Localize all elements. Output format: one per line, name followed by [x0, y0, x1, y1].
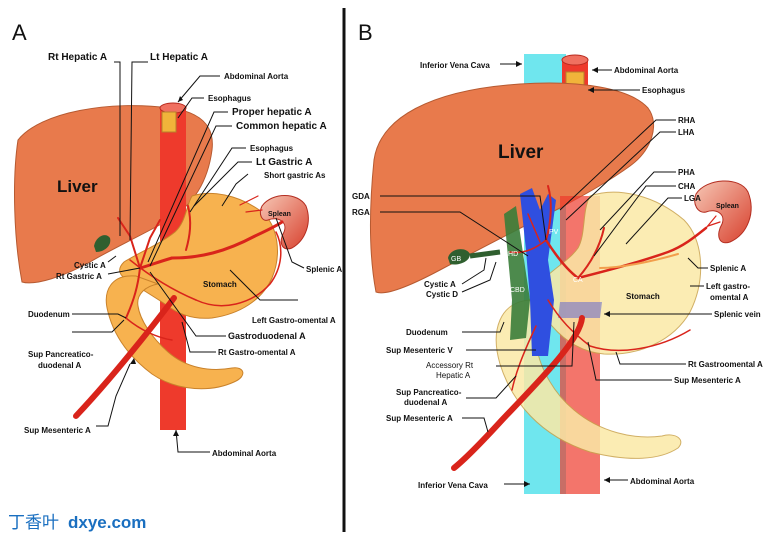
label-rha: RHA	[678, 116, 696, 125]
label-rt-gastric: Rt Gastric A	[56, 272, 102, 281]
label-short-gastric: Short gastric As	[264, 171, 326, 180]
label-lga: LGA	[684, 194, 701, 203]
label-ca: CA	[573, 277, 583, 284]
label-splenic-vein: Splenic vein	[714, 310, 761, 319]
label-rga: RGA	[352, 208, 370, 217]
splenic-vein-b	[558, 302, 602, 318]
label-esophagus-mid: Esophagus	[250, 144, 294, 153]
label-rt-hepatic: Rt Hepatic A	[48, 52, 107, 63]
arteries-a	[73, 195, 284, 419]
label-duodenum-b: Duodenum	[406, 328, 448, 337]
label-proper-hepatic: Proper hepatic A	[232, 107, 312, 118]
spleen-a-label: Splean	[268, 211, 291, 218]
label-lt-hepatic: Lt Hepatic A	[150, 52, 208, 63]
watermark: 丁香叶 dxye.com	[8, 513, 146, 533]
label-sup-pancreatico-b-2: duodenal A	[404, 398, 447, 407]
label-sup-pancreatico: Sup Pancreatico-	[28, 350, 94, 359]
label-left-gastro-omental: Left Gastro-omental A	[252, 316, 336, 325]
label-abdominal-aorta-bottom-b: Abdominal Aorta	[630, 477, 695, 486]
label-splenic: Splenic A	[306, 265, 342, 274]
spleen-a	[259, 195, 309, 250]
label-esophagus-top: Esophagus	[208, 94, 252, 103]
label-abdominal-aorta-top-b: Abdominal Aorta	[614, 66, 679, 75]
label-rt-gastro-omental: Rt Gastro-omental A	[218, 348, 296, 357]
label-accessory: Accessory Rt	[426, 361, 474, 370]
liver-a-label: Liver	[57, 177, 98, 196]
label-lt-gastric: Lt Gastric A	[256, 157, 312, 168]
leaders-b	[380, 63, 712, 485]
label-sup-mesenteric-a-right: Sup Mesenteric A	[674, 376, 741, 385]
label-esophagus-b: Esophagus	[642, 86, 686, 95]
label-cystic: Cystic A	[74, 261, 106, 270]
label-lha: LHA	[678, 128, 695, 137]
duodenum-a	[105, 275, 244, 390]
arrowheads-b	[516, 61, 610, 487]
gallbladder-b	[448, 249, 470, 265]
label-cha: CHA	[678, 182, 696, 191]
label-gastroduodenal: Gastroduodenal A	[228, 331, 306, 341]
label-abdominal-aorta-bottom: Abdominal Aorta	[212, 449, 277, 458]
watermark-chinese: 丁香叶	[8, 513, 59, 533]
label-cystic-a: Cystic A	[424, 280, 456, 289]
bile-duct-b	[504, 206, 530, 340]
label-common-hepatic: Common hepatic A	[236, 121, 327, 132]
label-sup-pancreatico-b: Sup Pancreatico-	[396, 388, 462, 397]
label-ivc-bottom: Inferior Vena Cava	[418, 481, 488, 490]
panel-b-letter: B	[358, 20, 373, 45]
liver-b-label: Liver	[498, 142, 544, 163]
arrowheads-a	[130, 96, 183, 436]
label-sup-mesenteric: Sup Mesenteric A	[24, 426, 91, 435]
portal-vein-b	[520, 188, 556, 356]
label-accessory-2: Hepatic A	[436, 371, 471, 380]
spleen-b	[694, 180, 752, 244]
gallbladder-a	[94, 235, 111, 252]
label-duodenum: Duodenum	[28, 310, 70, 319]
label-rt-gastroomental: Rt Gastroomental A	[688, 360, 763, 369]
label-gda: GDA	[352, 192, 370, 201]
liver-b	[370, 82, 655, 294]
panel-b: B Liver Stomach Splean	[352, 20, 763, 494]
label-pv: PV	[549, 229, 559, 236]
stomach-b-label: Stomach	[626, 292, 660, 301]
stomach-a-label: Stomach	[203, 280, 237, 289]
label-splenic-b: Splenic A	[710, 264, 746, 273]
label-pha: PHA	[678, 168, 695, 177]
panel-a: A Liver Stomach Splean	[12, 20, 342, 458]
esophagus-a	[161, 111, 177, 133]
label-left-gastro-2: omental A	[710, 293, 749, 302]
label-sup-pancreatico-2: duodenal A	[38, 361, 81, 370]
spleen-b-label: Splean	[716, 203, 739, 210]
label-sup-mesenteric-v: Sup Mesenteric V	[386, 346, 453, 355]
watermark-latin: dxye.com	[68, 513, 146, 532]
label-gb: GB	[451, 256, 461, 263]
label-ivc-top: Inferior Vena Cava	[420, 61, 490, 70]
leaders-a	[72, 61, 305, 453]
label-left-gastro: Left gastro-	[706, 282, 750, 291]
label-cbd: CBD	[510, 287, 525, 294]
label-sup-mesenteric-a-left: Sup Mesenteric A	[386, 414, 453, 423]
label-cystic-d: Cystic D	[426, 290, 458, 299]
label-chd: CHD	[503, 251, 518, 258]
panel-a-letter: A	[12, 20, 27, 45]
label-abdominal-aorta-top: Abdominal Aorta	[224, 72, 289, 81]
